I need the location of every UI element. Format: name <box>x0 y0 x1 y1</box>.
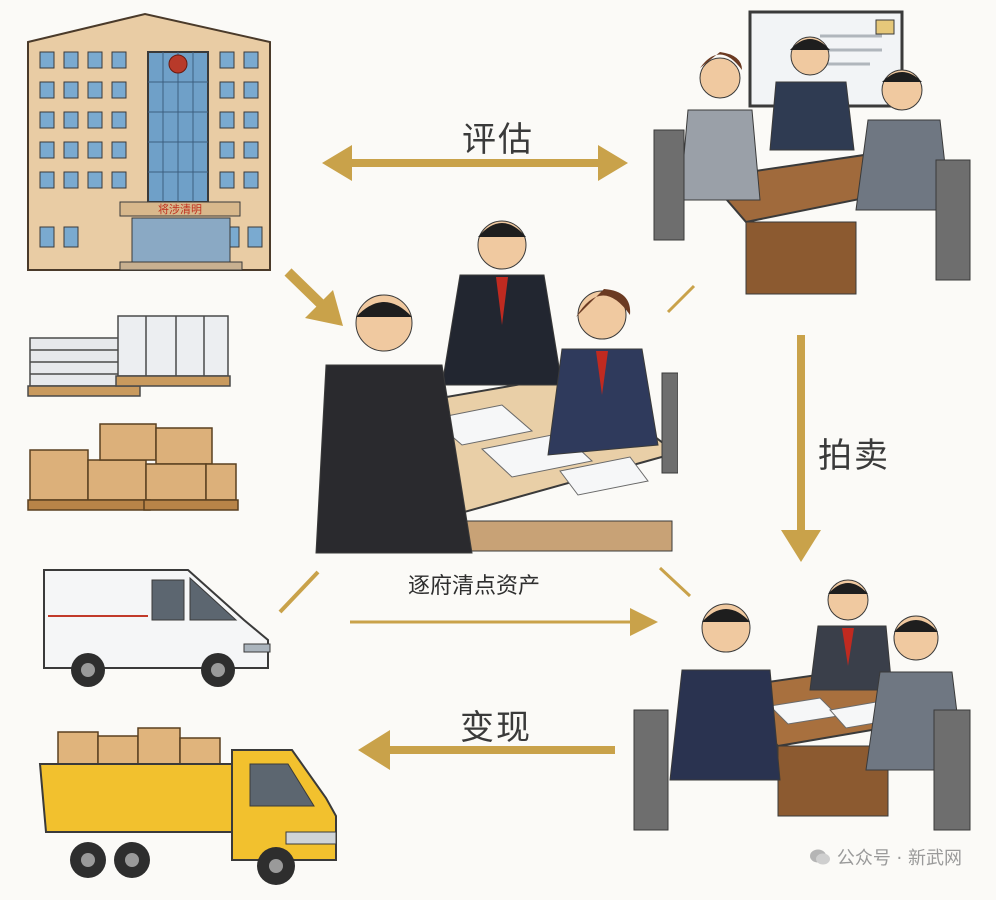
court-building-illustration: 将涉清明 <box>27 12 271 271</box>
building-sign: 将涉清明 <box>158 202 202 216</box>
yellow-truck-illustration <box>38 727 337 885</box>
box-pallets-illustration <box>27 423 239 511</box>
assess-label: 评估 <box>462 120 534 160</box>
wechat-icon <box>809 849 830 865</box>
watermark-text: 公众号 · 新武网 <box>836 848 962 869</box>
inventory-arrow <box>350 608 658 636</box>
building-to-center-arrow <box>284 268 343 326</box>
liquidate-label: 变现 <box>460 708 532 748</box>
auction-label: 拍卖 <box>818 436 890 476</box>
inventory-label: 逐府清点资产 <box>408 574 541 599</box>
assess-double-arrow <box>322 145 628 181</box>
auction-down-arrow <box>781 335 821 562</box>
watermark: 公众号 · 新武网 <box>809 844 962 870</box>
assessment-meeting-illustration <box>653 10 971 295</box>
paper-pallets-illustration <box>27 315 231 397</box>
liquidation-meeting-illustration <box>633 579 971 831</box>
inventory-meeting-illustration <box>315 220 678 554</box>
liquidate-left-arrow <box>358 730 615 770</box>
white-van-illustration <box>43 569 271 687</box>
